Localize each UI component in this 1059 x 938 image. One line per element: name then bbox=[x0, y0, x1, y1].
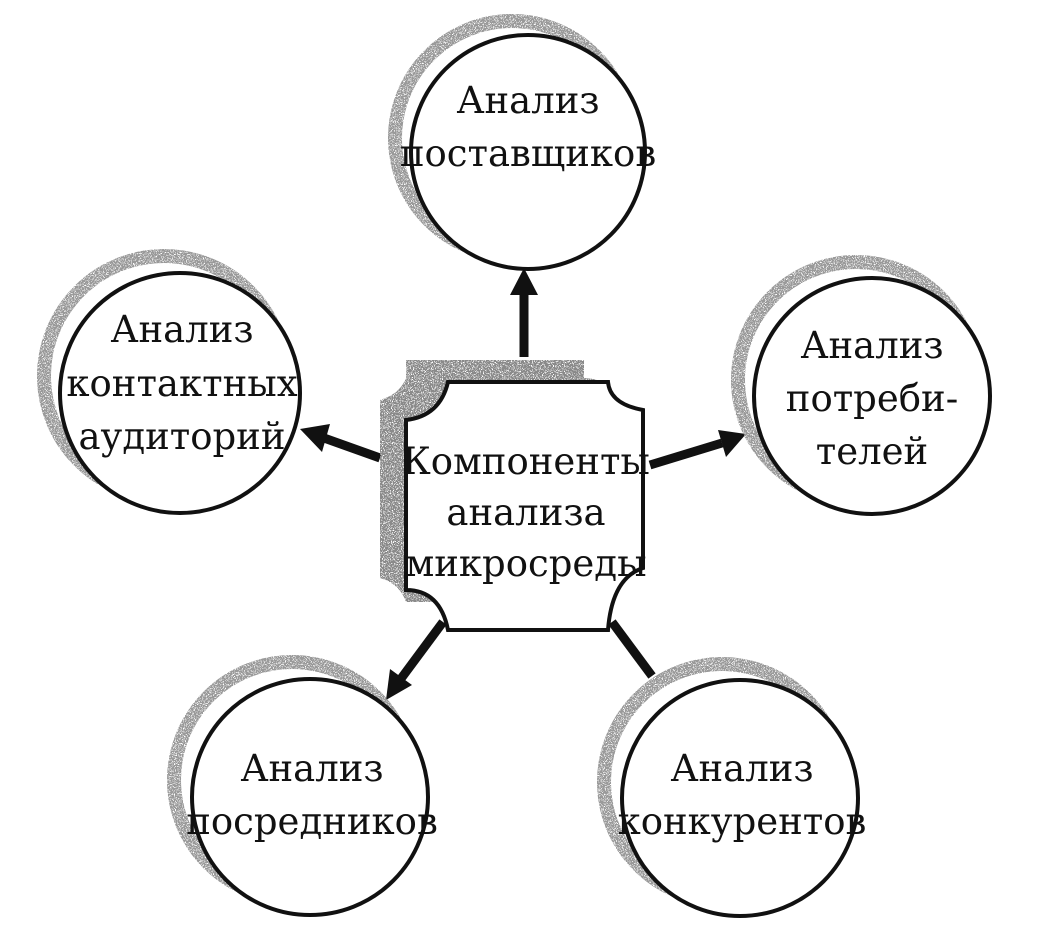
line-to-competitors bbox=[608, 619, 656, 679]
node-consumers-line-1: Анализ bbox=[800, 324, 943, 367]
node-competitors-line-1: Анализ bbox=[670, 747, 813, 790]
center-line-2: анализа bbox=[446, 491, 605, 534]
arrow-to-suppliers bbox=[510, 268, 538, 357]
node-intermediaries-line-2: посредников bbox=[186, 800, 438, 843]
node-suppliers-line-2: поставщиков bbox=[400, 132, 656, 175]
node-intermediaries: Анализ посредников bbox=[167, 655, 438, 917]
node-suppliers: Анализ поставщиков bbox=[388, 14, 656, 271]
node-contact-audiences: Анализ контактных аудиторий bbox=[37, 249, 302, 515]
arrow-to-consumers bbox=[648, 430, 746, 470]
node-intermediaries-line-1: Анализ bbox=[240, 747, 383, 790]
arrow-to-intermediaries bbox=[386, 619, 447, 700]
connectors bbox=[300, 268, 746, 700]
node-consumers-line-2: потреби- bbox=[786, 377, 958, 420]
node-competitors-line-2: конкурентов bbox=[618, 800, 867, 843]
node-suppliers-line-1: Анализ bbox=[456, 79, 599, 122]
node-competitors: Анализ конкурентов bbox=[597, 657, 867, 918]
node-consumers: Анализ потреби- телей bbox=[731, 255, 992, 516]
node-consumers-line-3: телей bbox=[816, 430, 928, 473]
arrow-to-contact-audiences bbox=[300, 424, 382, 463]
center-line-1: Компоненты bbox=[402, 440, 650, 483]
node-contact-audiences-line-2: контактных bbox=[66, 362, 297, 405]
node-contact-audiences-line-1: Анализ bbox=[110, 308, 253, 351]
center-line-3: микросреды bbox=[405, 542, 646, 585]
node-contact-audiences-line-3: аудиторий bbox=[78, 415, 285, 458]
center-plaque: Компоненты анализа микросреды bbox=[380, 360, 650, 632]
